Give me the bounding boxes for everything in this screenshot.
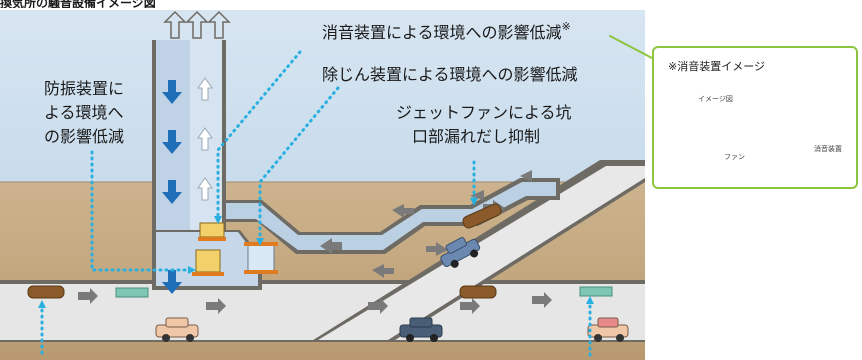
silencer-label: 消音装置による環境への影響低減※ [322,20,571,44]
exhaust-arrow-3 [207,10,231,39]
vibration-label-line1: 防振装置に [44,79,125,98]
sky-background [0,10,645,182]
inset-fan-label: ファン [724,153,745,161]
dust-collector-unit [247,243,275,273]
fan-teal-1 [115,287,149,298]
intake-arrows [162,80,182,294]
jet-fan-left [27,285,65,299]
car-1 [155,317,199,342]
vibration-label-line3: の影響低減 [44,127,125,146]
jet-fan-ramp [462,203,502,229]
car-3 [587,317,629,342]
fan-teal-2 [579,286,613,297]
ventilation-duct [202,182,556,250]
dust-collector-label: 除じん装置による環境への影響低減 [322,65,578,84]
silencer-label-text: 消音装置による環境への影響低減 [322,23,562,42]
exhaust-arrow-1 [163,10,187,39]
tunnel-flow-arrows [78,200,552,314]
main-tunnel [0,284,645,340]
silencer-inset: ※消音装置イメージ イメージ図 ファン 消音装置 [652,46,858,189]
vehicles [155,236,629,342]
vibration-damper-unit [195,249,221,273]
car-4 [440,236,481,268]
leader-dust [258,86,340,244]
exhaust-arrows [163,10,231,39]
jetfan-label-line2: 口部漏れだし抑制 [412,127,541,146]
duct-flow-arrows [320,170,532,254]
jetfan-label-line1: ジェットファンによる坑 [396,103,572,122]
jet-fan-right [459,285,497,299]
inset-title: ※消音装置イメージ [668,60,765,73]
leader-silencer [216,50,302,222]
upward-flow-arrows [197,77,213,201]
car-2 [399,317,443,342]
inset-image-label: イメージ図 [698,95,733,103]
silencer-note-mark: ※ [561,20,571,33]
vibration-label-line2: よる環境へ [44,103,124,122]
ramp-tunnel [318,166,645,340]
exhaust-arrow-2 [185,10,209,39]
silencer-unit [199,222,225,238]
inset-device-label: 消音装置 [814,145,842,153]
page-title: 換気所の騒音設備イメージ図 [0,0,156,8]
leader-inset [609,35,653,59]
jet-fans [27,203,613,299]
leader-lines [40,35,653,360]
